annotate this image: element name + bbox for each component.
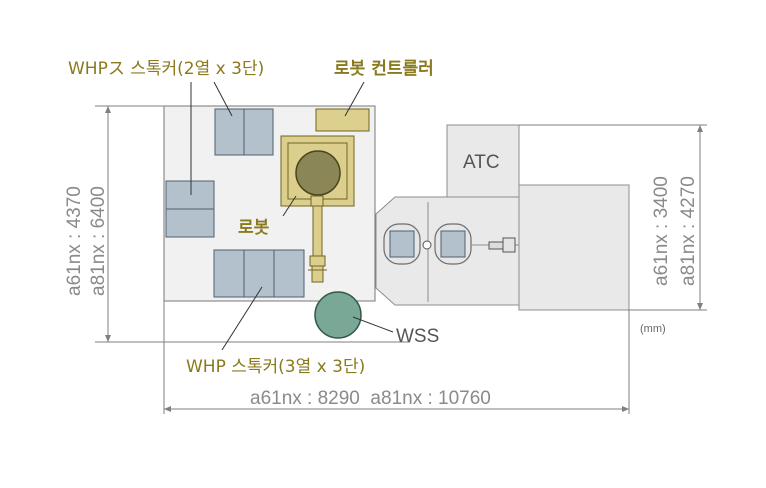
whp-stocker-bottom: [213, 249, 305, 298]
leader-lines: [190, 81, 394, 351]
robot: [280, 135, 355, 283]
whp-stocker-left: [165, 180, 215, 238]
robot-controller-label: 로봇 컨트롤러: [334, 59, 434, 79]
atc-label: ATC: [463, 152, 500, 173]
machine-tool: [375, 124, 630, 311]
unit-label: (mm): [640, 323, 666, 335]
bottom-width-label: a61nx : 8290 a81nx : 10760: [250, 388, 491, 409]
left-height-a81-label: a81nx : 6400: [88, 186, 109, 296]
robot-label: 로봇: [238, 218, 270, 238]
whp-stocker-top: [214, 108, 274, 156]
whp-stocker-bottom-label: WHP 스톡커(3열 x 3단): [186, 357, 365, 377]
wss-label: WSS: [396, 326, 439, 347]
right-height-a61-label: a61nx : 3400: [651, 176, 672, 286]
left-height-dimension: a61nx : 4370 a81nx : 6400: [64, 105, 410, 343]
machine-column: [518, 184, 630, 311]
right-height-dimension: a61nx : 3400 a81nx : 4270 (mm): [519, 124, 707, 335]
right-height-a81-label: a81nx : 4270: [678, 176, 699, 286]
robot-controller-box: [315, 108, 370, 132]
whp-stocker-top-label: WHPス 스톡커(2열 x 3단): [68, 59, 264, 79]
wss-station: [314, 291, 362, 339]
left-height-a61-label: a61nx : 4370: [64, 186, 85, 296]
atc-block: [446, 124, 520, 201]
bottom-width-dimension: a61nx : 8290 a81nx : 10760: [163, 301, 630, 414]
